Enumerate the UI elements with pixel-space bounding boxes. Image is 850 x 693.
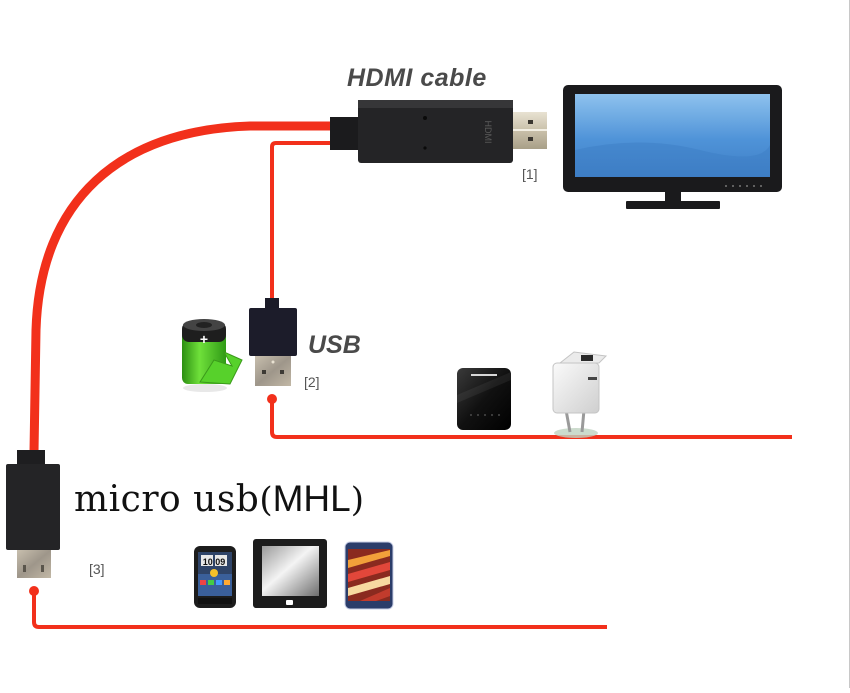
cables [29, 121, 792, 629]
phone-clock-text: 10 09 [203, 557, 226, 567]
hdmi-plug-line [513, 129, 547, 131]
micro-usb-line-dot [29, 586, 39, 596]
close-paren: ) [350, 480, 364, 520]
ref-2-label: [2] [304, 374, 320, 390]
open-paren: ( [259, 480, 273, 520]
mhl-label: MHL [272, 478, 351, 519]
micro-usb-mhl-label: micro usb(MHL) [74, 478, 364, 520]
usb-branch-cable [270, 141, 334, 300]
wall-charger [552, 351, 608, 438]
charging-arrow-icon [199, 350, 243, 385]
tv-screen [575, 94, 770, 177]
micro-usb-device-line [32, 592, 607, 629]
usb-logo-icon [271, 360, 275, 364]
usb-plug-hole-1 [262, 370, 266, 374]
micro-usb-label: micro usb [74, 479, 260, 520]
htc-smartphone: 10 09 [194, 546, 236, 608]
usb-strain-relief [265, 298, 279, 310]
power-bank [457, 368, 511, 430]
usb-label: USB [308, 331, 361, 359]
ref-3-label: [3] [89, 561, 105, 577]
usb-connector-body [249, 308, 297, 356]
hdmi-connector-body [358, 100, 513, 163]
tablet [253, 539, 327, 608]
usb-connector [249, 298, 297, 386]
hdmi-dot-1 [423, 116, 427, 120]
android-phone [344, 541, 394, 610]
micro-usb-body [6, 464, 60, 550]
hdmi-plug-slot-2 [528, 137, 533, 141]
usb-power-line [270, 400, 792, 439]
hdmi-embossed-text: HDMI [483, 121, 493, 144]
ref-1-label: [1] [522, 166, 538, 182]
battery-charging-icon: + [182, 319, 243, 392]
main-cable [29, 121, 336, 453]
hdmi-body-shade [358, 100, 513, 108]
tv-monitor [563, 85, 782, 209]
hdmi-cable-label: HDMI cable [347, 64, 487, 92]
usb-line-dot [267, 394, 277, 404]
plus-icon: + [200, 331, 208, 347]
micro-usb-strain-relief [17, 450, 45, 464]
usb-plug-hole-2 [280, 370, 284, 374]
tv-neck [665, 192, 681, 203]
micro-usb-metal [17, 550, 51, 578]
tv-screen-wave [575, 142, 770, 177]
hdmi-plug-slot-1 [528, 120, 533, 124]
hdmi-dot-2 [423, 146, 427, 150]
tv-stand [626, 201, 720, 209]
hdmi-cable-strain [330, 117, 360, 150]
hdmi-connector: HDMI [330, 100, 547, 163]
tv-indicator-lights [725, 185, 762, 187]
micro-usb-connector [6, 450, 60, 578]
